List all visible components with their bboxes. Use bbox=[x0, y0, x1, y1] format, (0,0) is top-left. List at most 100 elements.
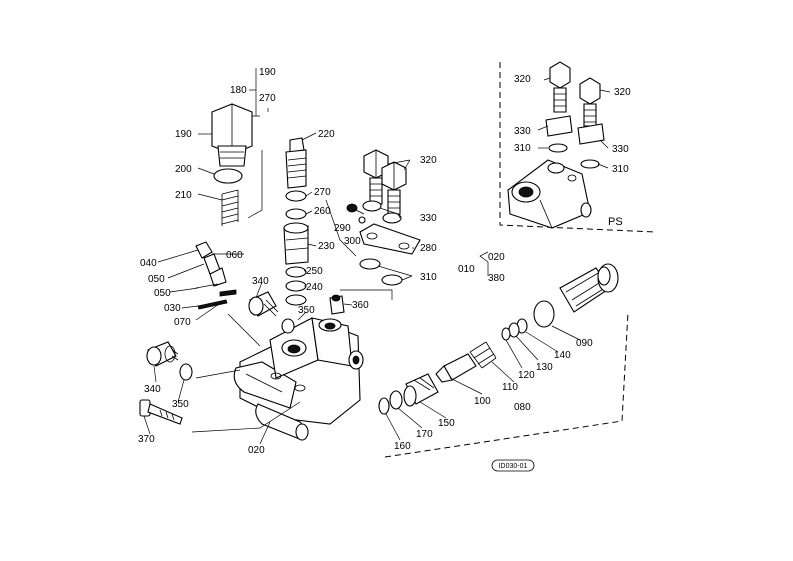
valve-body bbox=[233, 317, 364, 441]
washer-330-left bbox=[362, 200, 382, 212]
label-290: 290 bbox=[334, 223, 351, 234]
label-260: 260 bbox=[314, 206, 331, 217]
label-170: 170 bbox=[416, 429, 433, 440]
label-240: 240 bbox=[306, 282, 323, 293]
plug-340-upper bbox=[248, 291, 279, 317]
label-060: 060 bbox=[226, 250, 243, 261]
label-270a: 270 bbox=[259, 93, 276, 104]
label-340b: 340 bbox=[144, 384, 161, 395]
label-320b: 320 bbox=[514, 74, 531, 85]
label-080: 080 bbox=[514, 402, 531, 413]
label-380: 380 bbox=[488, 273, 505, 284]
label-070: 070 bbox=[174, 317, 191, 328]
ring-300 bbox=[358, 216, 366, 224]
label-040: 040 bbox=[140, 258, 157, 269]
bolt-320-right bbox=[381, 161, 407, 215]
label-330c: 330 bbox=[612, 144, 629, 155]
ps-washer-330-left bbox=[545, 115, 573, 137]
label-330b: 330 bbox=[514, 126, 531, 137]
label-310a: 310 bbox=[420, 272, 437, 283]
valve-seat-150 bbox=[403, 373, 439, 407]
pin-070 bbox=[219, 289, 237, 297]
label-150: 150 bbox=[438, 418, 455, 429]
label-230: 230 bbox=[318, 241, 335, 252]
label-110: 110 bbox=[502, 382, 518, 393]
drawing-code-badge: ID030-01 bbox=[491, 459, 535, 472]
fitting-040-060 bbox=[195, 241, 227, 287]
poppet-220 bbox=[285, 137, 307, 189]
label-030: 030 bbox=[164, 303, 181, 314]
ps-valve-body bbox=[507, 159, 592, 229]
label-140: 140 bbox=[554, 350, 571, 361]
assembly-dashed-line bbox=[384, 311, 629, 458]
spring-110 bbox=[469, 341, 497, 369]
label-020b: 020 bbox=[488, 252, 505, 263]
bracket-280 bbox=[359, 223, 421, 255]
label-300: 300 bbox=[344, 236, 361, 247]
label-090: 090 bbox=[576, 338, 593, 349]
label-210: 210 bbox=[175, 190, 192, 201]
label-330a: 330 bbox=[420, 213, 437, 224]
label-190a: 190 bbox=[259, 67, 276, 78]
o-ring-090 bbox=[533, 300, 555, 328]
label-320a: 320 bbox=[420, 155, 437, 166]
spool-230 bbox=[283, 222, 309, 265]
ring-120 bbox=[501, 327, 511, 341]
label-320c: 320 bbox=[614, 87, 631, 98]
ring-160 bbox=[378, 397, 390, 415]
washer-350-left bbox=[179, 363, 193, 381]
washer-330-right bbox=[382, 212, 402, 224]
ps-washer-310-right bbox=[580, 159, 600, 169]
o-ring-200 bbox=[213, 168, 243, 184]
bolt-370 bbox=[139, 399, 183, 425]
screw-290 bbox=[346, 203, 365, 215]
ps-bolt-320-right bbox=[579, 77, 601, 127]
ps-bolt-320-left bbox=[549, 61, 571, 113]
ps-washer-330-right bbox=[577, 123, 605, 145]
label-250: 250 bbox=[306, 266, 323, 277]
label-310c: 310 bbox=[612, 164, 629, 175]
poppet-100 bbox=[435, 353, 477, 383]
ps-inset-frame bbox=[499, 62, 656, 233]
washer-310-left bbox=[359, 258, 381, 270]
ring-240 bbox=[285, 280, 307, 292]
leader-lines bbox=[143, 68, 611, 445]
label-310b: 310 bbox=[514, 143, 531, 154]
ring-170 bbox=[389, 390, 403, 410]
ring-250 bbox=[285, 266, 307, 278]
spring-030 bbox=[197, 299, 228, 310]
ps-washer-310-left bbox=[548, 143, 568, 153]
label-180: 180 bbox=[230, 85, 247, 96]
label-050a: 050 bbox=[148, 274, 165, 285]
inset-label-ps: PS bbox=[608, 216, 623, 228]
plug-360 bbox=[329, 294, 345, 315]
label-350b: 350 bbox=[172, 399, 189, 410]
ring-270 bbox=[285, 190, 307, 202]
label-190b: 190 bbox=[175, 129, 192, 140]
label-360: 360 bbox=[352, 300, 369, 311]
label-160: 160 bbox=[394, 441, 411, 452]
cap-nut-190 bbox=[211, 103, 253, 167]
label-050b: 050 bbox=[154, 288, 171, 299]
drawing-code-text: ID030-01 bbox=[499, 463, 528, 470]
washer-310-right bbox=[381, 274, 403, 286]
label-220: 220 bbox=[318, 129, 335, 140]
ring-260 bbox=[285, 208, 307, 220]
label-340a: 340 bbox=[252, 276, 269, 287]
label-270b: 270 bbox=[314, 187, 331, 198]
label-350a: 350 bbox=[298, 305, 315, 316]
label-100: 100 bbox=[474, 396, 491, 407]
plug-340-left bbox=[146, 341, 179, 367]
label-130: 130 bbox=[536, 362, 553, 373]
spring-210 bbox=[221, 189, 239, 226]
washer-350-upper bbox=[281, 318, 295, 334]
label-200: 200 bbox=[175, 164, 192, 175]
ring-lower bbox=[285, 294, 307, 306]
label-280: 280 bbox=[420, 243, 437, 254]
plug-090 bbox=[559, 263, 619, 313]
label-010: 010 bbox=[458, 264, 475, 275]
pin-050 bbox=[195, 283, 219, 289]
part-labels: 190 180 270 190 200 210 220 270 260 230 … bbox=[138, 67, 631, 456]
label-020a: 020 bbox=[248, 445, 265, 456]
